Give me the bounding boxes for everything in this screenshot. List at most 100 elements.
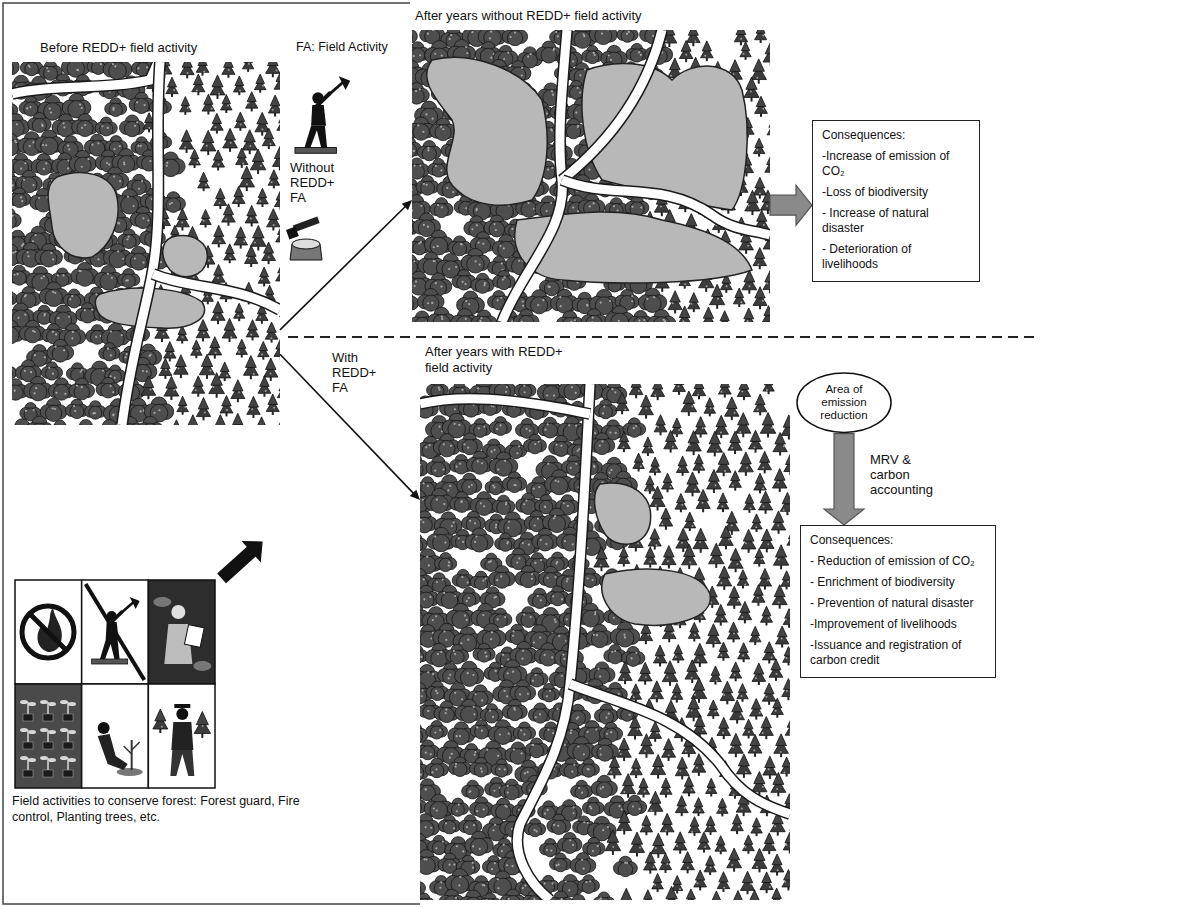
- conifer-tier: [241, 166, 252, 178]
- tree-trunk: [279, 207, 280, 210]
- tree-highlight: [117, 250, 119, 252]
- conifer-tier: [212, 113, 221, 123]
- tree-highlight: [163, 333, 165, 335]
- tree-crown: [432, 164, 445, 177]
- tree-highlight: [475, 209, 477, 211]
- tree-trunk: [760, 113, 762, 116]
- tree-highlight: [81, 127, 83, 129]
- tree-highlight: [546, 112, 548, 114]
- tree-highlight: [63, 349, 65, 351]
- tree-trunk: [270, 377, 272, 381]
- tree-highlight: [110, 385, 112, 387]
- tree-highlight: [95, 336, 97, 338]
- tree-trunk: [263, 393, 265, 396]
- tree-highlight: [466, 52, 468, 54]
- tree-highlight: [14, 140, 16, 142]
- tree-crown: [74, 384, 89, 399]
- tree-highlight: [756, 77, 758, 79]
- road-outline: [12, 62, 158, 94]
- tree-trunk: [257, 170, 259, 174]
- tree-trunk: [240, 245, 242, 249]
- tree-trunk: [197, 92, 199, 96]
- tree-crown: [12, 293, 13, 306]
- tree-crown: [57, 121, 73, 137]
- tree-trunk: [238, 318, 240, 321]
- tree-highlight: [62, 274, 64, 276]
- tree-highlight: [55, 333, 57, 335]
- tree-highlight: [555, 31, 557, 33]
- tree-highlight: [217, 277, 219, 279]
- tree-trunk: [770, 62, 771, 66]
- tree-highlight: [54, 292, 56, 294]
- tree-highlight: [243, 241, 245, 243]
- tree-crown: [566, 124, 580, 138]
- tree-highlight: [34, 354, 36, 356]
- tree-trunk: [274, 113, 276, 117]
- tree-trunk: [227, 222, 229, 226]
- tree-highlight: [551, 167, 553, 169]
- conifer-tier: [176, 355, 187, 367]
- outer-frame: [3, 3, 420, 904]
- tree-highlight: [762, 34, 764, 36]
- conifer-tier: [190, 149, 199, 158]
- tree-trunk: [238, 203, 240, 206]
- tree-highlight: [52, 291, 54, 293]
- tree-highlight: [248, 63, 250, 65]
- tree-highlight: [572, 60, 574, 62]
- tree-highlight: [45, 144, 47, 146]
- tree-trunk: [758, 80, 760, 84]
- tree-trunk: [202, 417, 204, 421]
- tree-highlight: [229, 257, 231, 259]
- tree-highlight: [173, 389, 175, 391]
- conifer-tier: [225, 128, 236, 140]
- tree-highlight: [412, 210, 413, 212]
- conifer-tier: [210, 337, 220, 348]
- tree-crown: [595, 30, 612, 45]
- tree-trunk: [740, 42, 742, 46]
- conifer-tier: [252, 149, 263, 161]
- tree-trunk: [217, 95, 219, 99]
- tree-crown: [621, 30, 634, 42]
- tree-highlight: [166, 162, 168, 164]
- tree-trunk: [219, 205, 221, 208]
- conifer-tier: [167, 77, 176, 87]
- tree-trunk: [250, 375, 252, 379]
- tree-highlight: [419, 165, 421, 167]
- tree-highlight: [126, 353, 128, 355]
- tree-highlight: [20, 168, 22, 170]
- tree-trunk: [229, 148, 231, 152]
- tree-highlight: [80, 270, 82, 272]
- tree-highlight: [271, 181, 273, 183]
- tree-highlight: [16, 273, 18, 275]
- tree-trunk: [202, 338, 204, 342]
- tree-crown: [434, 203, 448, 217]
- tree-highlight: [203, 220, 205, 222]
- tree-highlight: [139, 410, 141, 412]
- tree-highlight: [112, 109, 114, 111]
- tree-highlight: [50, 111, 52, 113]
- tree-highlight: [242, 163, 244, 165]
- tree-highlight: [102, 369, 104, 371]
- conifer-tier: [181, 130, 192, 142]
- conifer-tier: [234, 186, 243, 196]
- tree-highlight: [141, 180, 143, 182]
- tree-crown: [122, 235, 136, 249]
- conifer-tier: [279, 112, 280, 123]
- tree-highlight: [92, 412, 94, 414]
- tree-highlight: [218, 163, 220, 165]
- tree-highlight: [206, 295, 208, 297]
- tree-highlight: [148, 127, 150, 129]
- tree-highlight: [208, 260, 210, 262]
- tree-crown: [100, 123, 113, 136]
- tree-trunk: [279, 166, 280, 170]
- tree-crown: [586, 51, 599, 64]
- tree-highlight: [450, 34, 452, 36]
- tree-highlight: [43, 168, 45, 170]
- conifer-tier: [259, 341, 267, 350]
- tree-crown: [89, 406, 102, 419]
- tree-trunk: [261, 132, 263, 136]
- tree-highlight: [465, 46, 467, 48]
- tree-highlight: [743, 53, 745, 55]
- tree-highlight: [25, 294, 27, 296]
